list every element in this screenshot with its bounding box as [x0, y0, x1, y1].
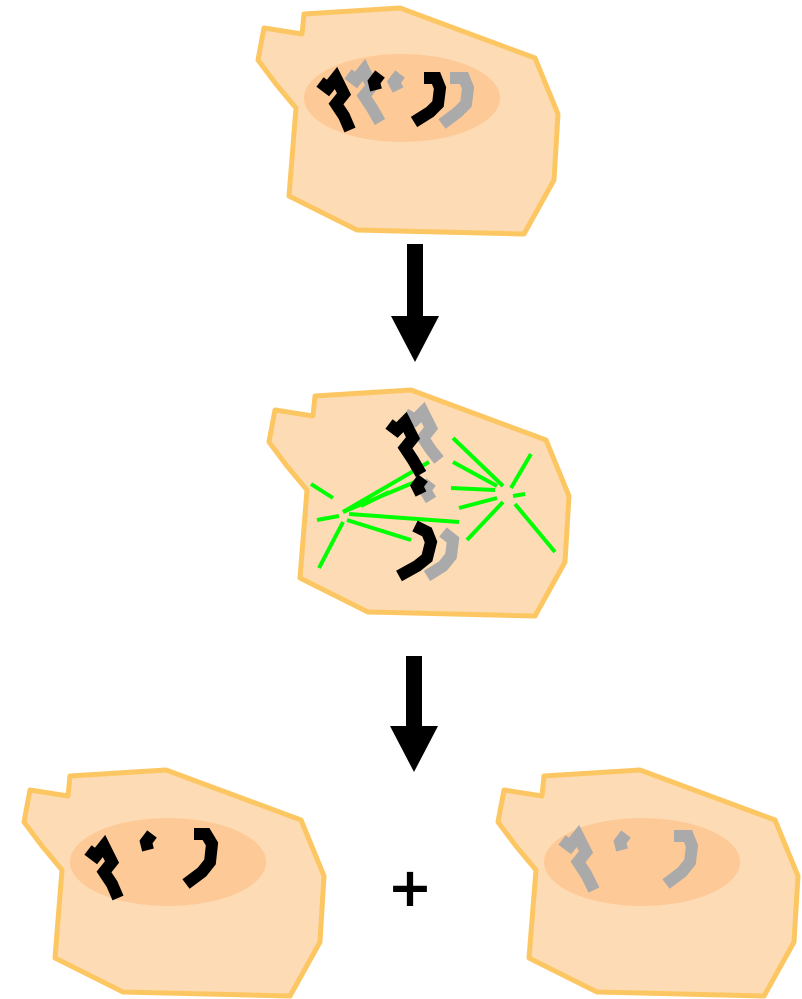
- daughter-cell-light: [498, 770, 798, 996]
- daughter-cell-dark: [24, 770, 324, 996]
- parent-cell: [258, 8, 558, 234]
- plus-icon: +: [387, 856, 432, 919]
- down-arrow-icon: [390, 656, 438, 772]
- down-arrow-icon: [391, 244, 439, 362]
- nucleus: [70, 818, 266, 906]
- dividing-cell-with-spindle: [269, 390, 569, 616]
